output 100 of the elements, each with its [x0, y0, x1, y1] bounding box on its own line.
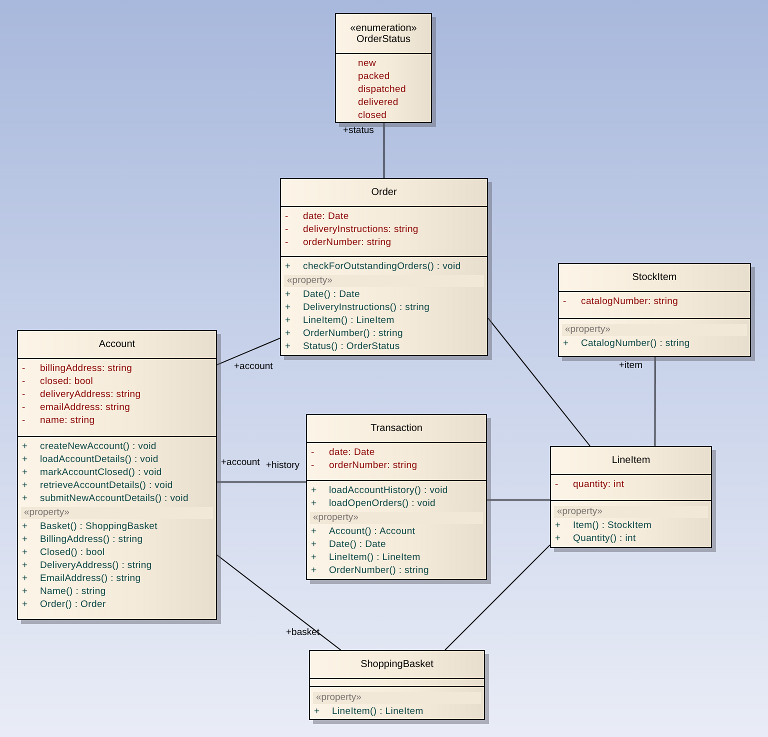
visibility-marker: +: [21, 534, 29, 545]
operation-text: Item() : StockItem: [573, 520, 652, 531]
attribute-text: date: Date: [329, 447, 375, 458]
role-name: +account: [221, 457, 260, 468]
class-box: [558, 263, 751, 357]
visibility-marker: -: [21, 376, 26, 387]
enum-literal: packed: [357, 71, 390, 82]
association-line: [216, 338, 280, 366]
property-stereotype-band: «property»: [313, 692, 481, 704]
visibility-marker: -: [554, 479, 560, 490]
enum-literal: new: [357, 58, 376, 69]
attribute-text: deliveryAddress: string: [40, 389, 141, 400]
visibility-marker: -: [284, 237, 290, 248]
attribute-text: closed: bool: [40, 376, 94, 387]
visibility-marker: -: [284, 211, 290, 222]
visibility-marker: -: [21, 363, 26, 374]
attribute-text: quantity: int: [573, 479, 624, 490]
class-name: Account: [98, 339, 136, 350]
role-name: +item: [619, 360, 642, 371]
visibility-marker: -: [21, 389, 26, 400]
operation-text: LineItem() : LineItem: [329, 552, 420, 563]
operation-text: Date() : Date: [303, 289, 360, 300]
role-name: +account: [234, 361, 273, 372]
class-name: StockItem: [632, 272, 677, 283]
visibility-marker: -: [21, 402, 26, 413]
visibility-marker: +: [21, 493, 29, 504]
stereotype-label: «enumeration»: [350, 22, 417, 34]
operation-text: LineItem() : LineItem: [303, 315, 394, 326]
property-stereotype-band: «property»: [284, 275, 484, 287]
visibility-marker: +: [284, 302, 292, 313]
visibility-marker: +: [21, 560, 29, 571]
role-name: +basket: [286, 627, 320, 638]
attribute-text: emailAddress: string: [40, 402, 130, 413]
visibility-marker: +: [21, 480, 29, 491]
class-name: Transaction: [370, 423, 422, 434]
property-stereotype-band: «property»: [310, 512, 483, 524]
class-box: [17, 330, 217, 620]
visibility-marker: +: [310, 498, 318, 509]
class-name: Order: [371, 187, 397, 198]
attribute-text: catalogNumber: string: [581, 296, 678, 307]
operation-text: loadAccountDetails() : void: [40, 454, 158, 465]
enum-literal: closed: [357, 110, 387, 121]
role-name: +status: [343, 125, 374, 136]
operation-text: DeliveryInstructions() : string: [303, 302, 430, 313]
operation-text: Order() : Order: [40, 599, 106, 610]
visibility-marker: +: [310, 539, 318, 550]
visibility-marker: +: [21, 467, 29, 478]
operation-text: LineItem() : LineItem: [332, 706, 424, 717]
association-line: [488, 318, 591, 446]
visibility-marker: +: [21, 454, 29, 465]
operation-text: OrderNumber() : string: [303, 328, 403, 339]
class-box: [550, 446, 712, 548]
operation-text: Date() : Date: [329, 539, 386, 550]
visibility-marker: -: [562, 296, 568, 307]
visibility-marker: +: [310, 552, 318, 563]
operation-text: Closed() : bool: [40, 547, 105, 558]
association-line: [383, 122, 384, 178]
operation-text: Quantity() : int: [573, 533, 636, 544]
class-name: LineItem: [612, 455, 650, 466]
visibility-marker: +: [21, 573, 29, 584]
visibility-marker: -: [21, 415, 26, 426]
association-line: [654, 356, 656, 446]
visibility-marker: +: [313, 706, 321, 717]
property-stereotype-band: «property»: [554, 506, 708, 518]
attribute-text: orderNumber: string: [303, 237, 392, 248]
class-name: ShoppingBasket: [360, 659, 434, 670]
operation-text: BillingAddress() : string: [40, 534, 143, 545]
attribute-text: orderNumber: string: [329, 460, 418, 471]
operation-text: OrderNumber() : string: [329, 565, 429, 576]
association-line: [486, 500, 550, 501]
association-line: [216, 481, 306, 483]
class-name: OrderStatus: [356, 34, 410, 44]
visibility-marker: +: [21, 521, 29, 532]
operation-text: Account() : Account: [329, 526, 416, 537]
attribute-text: billingAddress: string: [40, 363, 132, 374]
visibility-marker: +: [310, 526, 318, 537]
visibility-marker: +: [554, 520, 562, 531]
visibility-marker: -: [310, 447, 316, 458]
visibility-marker: -: [284, 224, 290, 235]
operation-text: loadAccountHistory() : void: [329, 485, 448, 496]
visibility-marker: +: [284, 289, 292, 300]
class-box: [280, 178, 488, 356]
operation-text: CatalogNumber() : string: [581, 338, 690, 349]
operation-text: checkForOutstandingOrders() : void: [303, 261, 461, 272]
enum-literal: delivered: [357, 97, 398, 108]
visibility-marker: +: [21, 547, 29, 558]
enum-literal: dispatched: [357, 84, 406, 95]
visibility-marker: +: [310, 565, 318, 576]
visibility-marker: +: [284, 341, 292, 352]
class-box: [335, 13, 432, 123]
property-stereotype-band: «property»: [21, 507, 213, 519]
operation-text: Status() : OrderStatus: [303, 341, 400, 352]
class-box: [309, 650, 485, 720]
visibility-marker: +: [284, 328, 292, 339]
property-stereotype-band: «property»: [562, 324, 747, 336]
association-line: [444, 544, 550, 650]
operation-text: loadOpenOrders() : void: [329, 498, 436, 509]
operation-text: DeliveryAddress() : string: [40, 560, 152, 571]
visibility-marker: +: [21, 586, 29, 597]
visibility-marker: +: [310, 485, 318, 496]
